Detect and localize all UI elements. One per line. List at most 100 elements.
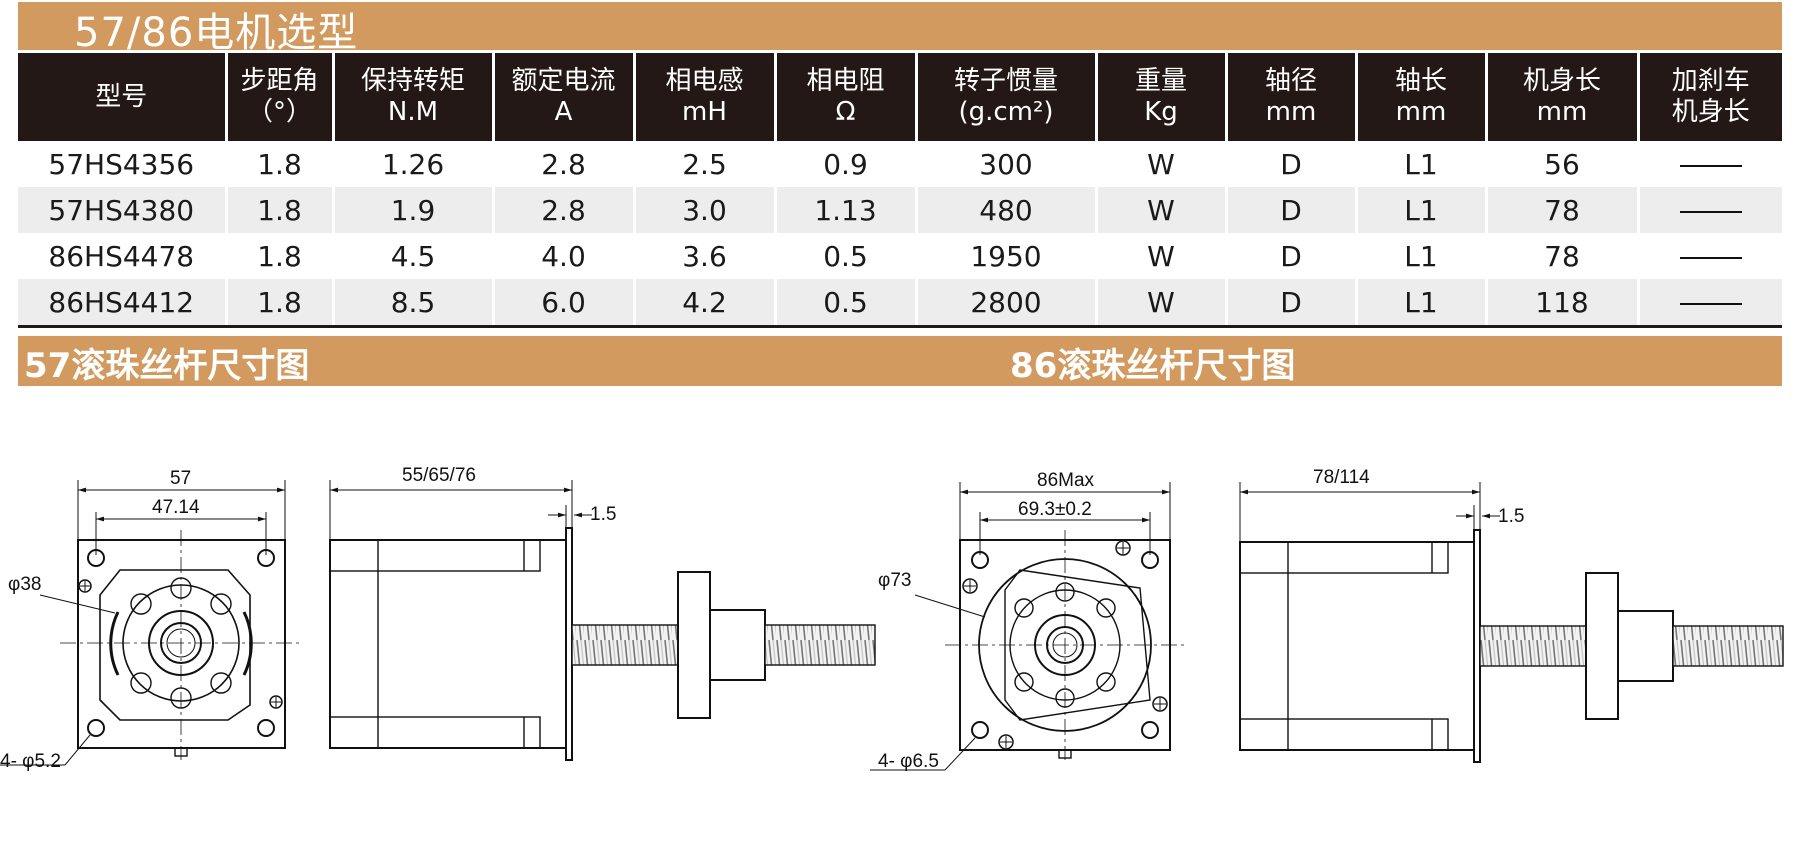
dim-57-width: 57 [170,468,191,489]
column-header-line2: mm [1536,97,1588,127]
table-cell [1638,233,1782,279]
column-header-line2: mH [682,97,727,127]
table-cell: 57HS4380 [18,187,228,233]
column-header-line2: mm [1265,97,1317,127]
dim-57-flange: 1.5 [590,504,616,525]
table-cell: 8.5 [333,279,495,328]
title-bar: 57/86电机选型 [18,2,1782,56]
column-header: 转子惯量(g.cm²) [916,53,1098,141]
side-view-57 [329,480,876,761]
column-header-line2: Kg [1144,97,1178,127]
dim-57-hole-spacing: 47.14 [152,497,200,518]
table-cell: 3.0 [634,187,777,233]
section-bar: 57滚珠丝杆尺寸图 86滚珠丝杆尺寸图 [18,336,1782,386]
table-cell: 4.0 [493,233,636,279]
table-cell: 0.5 [775,233,918,279]
table-cell: L1 [1356,187,1488,233]
column-header-line1: 型号 [95,81,148,112]
table-cell [1638,141,1782,187]
column-header-line1: 额定电流 [511,66,616,96]
table-cell: 2.5 [634,141,777,187]
dash-mark [1679,256,1742,259]
front-view-57 [0,480,300,766]
dim-86-width: 86Max [1037,470,1095,491]
table-cell: 78 [1486,233,1640,279]
table-cell: 118 [1486,279,1640,328]
table-cell: D [1226,233,1358,279]
column-header: 加刹车机身长 [1638,53,1782,141]
table-cell [1638,279,1782,328]
table-cell: 57HS4356 [18,141,228,187]
table-cell: 1.8 [226,279,335,328]
column-header-line2: A [554,97,573,127]
side-view-86 [1239,482,1784,763]
table-cell: W [1096,279,1228,328]
table-cell: 1.8 [226,233,335,279]
dash-mark [1679,164,1742,167]
dash-mark [1679,210,1742,213]
dim-86-flange: 1.5 [1498,506,1524,527]
dim-86-length: 78/114 [1313,467,1370,488]
column-header-line2: (g.cm²) [958,97,1054,127]
table-cell: L1 [1356,141,1488,187]
table-cell: 0.5 [775,279,918,328]
table-cell: 1.13 [775,187,918,233]
table-cell: L1 [1356,233,1488,279]
table-cell: 1.26 [333,141,495,187]
column-header-line2: 机身长 [1671,97,1750,127]
table-cell: 480 [916,187,1098,233]
table-cell: 2800 [916,279,1098,328]
dim-57-holes: 4- φ5.2 [0,751,61,772]
table-cell [1638,187,1782,233]
column-header-line2: Ω [835,97,856,127]
table-cell: W [1096,187,1228,233]
dim-86-boss: φ73 [878,570,911,591]
dash-mark [1679,302,1742,305]
table-cell: W [1096,141,1228,187]
column-header-line1: 步距角 [240,66,319,96]
column-header-line1: 轴长 [1394,66,1447,96]
table-cell: D [1226,187,1358,233]
dim-57-length: 55/65/76 [402,465,476,486]
table-cell: 86HS4412 [18,279,228,328]
dim-86-hole-spacing: 69.3±0.2 [1018,499,1092,520]
column-header-line1: 相电感 [665,66,744,96]
column-header-line1: 重量 [1134,66,1187,96]
table-cell: L1 [1356,279,1488,328]
table-cell: 2.8 [493,187,636,233]
table-cell: 300 [916,141,1098,187]
table-cell: D [1226,141,1358,187]
table-cell: 56 [1486,141,1640,187]
table-cell: 4.2 [634,279,777,328]
table-cell: 1.8 [226,141,335,187]
table-cell: 6.0 [493,279,636,328]
table-cell: 1.8 [226,187,335,233]
column-header-line1: 轴径 [1264,66,1317,96]
front-view-86 [870,482,1185,771]
column-header-line2: （°） [246,97,312,127]
column-header-line2: N.M [387,97,439,127]
column-header-line1: 相电阻 [806,66,885,96]
table-cell: 4.5 [333,233,495,279]
column-header-line1: 保持转矩 [360,66,465,96]
column-header: 步距角（°） [226,53,335,141]
table-cell: 1.9 [333,187,495,233]
table-cell: 0.9 [775,141,918,187]
table-cell: D [1226,279,1358,328]
table-cell: 78 [1486,187,1640,233]
section-title-86: 86滚珠丝杆尺寸图 [1010,346,1296,386]
section-title-57: 57滚珠丝杆尺寸图 [24,346,310,386]
